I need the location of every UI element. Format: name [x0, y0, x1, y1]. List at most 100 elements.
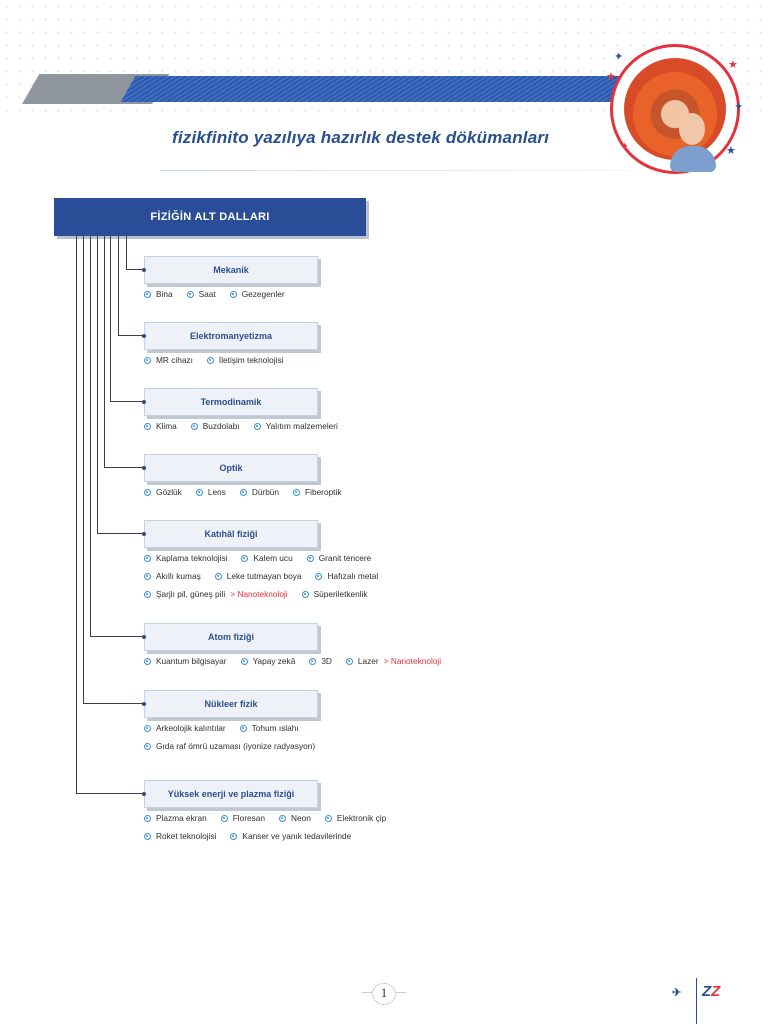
example-text: Gezegenler — [242, 289, 285, 299]
tree-connector-horizontal — [118, 335, 144, 336]
example-item: Gezegenler — [230, 289, 285, 299]
example-text: Kalem ucu — [253, 553, 292, 563]
example-text: Kanser ve yanık tedavilerinde — [242, 831, 351, 841]
bullet-icon — [240, 725, 247, 732]
main-title-box: FİZİĞİN ALT DALLARI — [54, 198, 366, 236]
branch-title-box: Mekanik — [144, 256, 318, 284]
example-row: BinaSaatGezegenler — [144, 289, 285, 299]
tree-connector-vertical — [118, 236, 119, 335]
example-row: Arkeolojik kalıntılar Tohum ıslahı — [144, 723, 299, 733]
branch-title: Yüksek enerji ve plazma fiziği — [168, 789, 295, 799]
branch-title-box: Termodinamik — [144, 388, 318, 416]
header-band-blue — [120, 76, 655, 102]
example-item: Yapay zekâ — [241, 656, 296, 666]
author-avatar: ★ ✦ ★ ✦ ✦ ★ — [606, 40, 744, 178]
bullet-icon — [144, 815, 151, 822]
example-item: Akıllı kumaş — [144, 571, 201, 581]
example-text: 3D — [321, 656, 332, 666]
example-item: Süperiletkenlik — [302, 589, 368, 599]
example-text: MR cihazı — [156, 355, 193, 365]
bullet-icon — [144, 725, 151, 732]
branch-title: Mekanik — [213, 265, 249, 275]
example-text: Floresan — [233, 813, 265, 823]
example-row: Akıllı kumaş Leke tutmayan boya Hafızalı m… — [144, 571, 378, 581]
star-icon: ★ — [726, 144, 736, 157]
header-title: fizikfinito yazılıya hazırlık destek dök… — [172, 128, 549, 148]
example-text: Gözlük — [156, 487, 182, 497]
star-icon: ✦ — [620, 140, 629, 153]
example-text: Akıllı kumaş — [156, 571, 201, 581]
tree-connector-horizontal — [110, 401, 144, 402]
example-item: Kuantum bilgisayar — [144, 656, 227, 666]
example-item: Yalıtım malzemeleri — [254, 421, 338, 431]
example-item: Hafızalı metal — [315, 571, 378, 581]
branch-title: Atom fiziği — [208, 632, 254, 642]
avatar-face — [679, 113, 705, 145]
tree-connector-vertical — [104, 236, 105, 467]
example-text: Lens — [208, 487, 226, 497]
bullet-icon — [346, 658, 353, 665]
tree-connector-horizontal — [83, 703, 144, 704]
example-note: > Nanoteknoloji — [384, 656, 441, 666]
example-item: Kaplama teknolojisi — [144, 553, 227, 563]
example-text: Roket teknolojisi — [156, 831, 216, 841]
example-text: Buzdolabı — [203, 421, 240, 431]
bullet-icon — [307, 555, 314, 562]
example-item: Arkeolojik kalıntılar — [144, 723, 226, 733]
main-title: FİZİĞİN ALT DALLARI — [150, 211, 269, 223]
branch-title: Termodinamik — [201, 397, 262, 407]
tree-connector-horizontal — [104, 467, 144, 468]
tree-connector-vertical — [110, 236, 111, 401]
example-item: İletişim teknolojisi — [207, 355, 284, 365]
example-item: Granit tencere — [307, 553, 372, 563]
bullet-icon — [241, 658, 248, 665]
example-item: Neon — [279, 813, 311, 823]
example-row: Roket teknolojisi Kanser ve yanık tedavil… — [144, 831, 351, 841]
example-text: Klima — [156, 421, 177, 431]
bullet-icon — [221, 815, 228, 822]
example-item: Fiberoptik — [293, 487, 341, 497]
bullet-icon — [240, 489, 247, 496]
bullet-icon — [144, 573, 151, 580]
avatar-photo — [624, 58, 726, 160]
example-item: Floresan — [221, 813, 265, 823]
example-item: Dürbün — [240, 487, 279, 497]
bullet-icon — [254, 423, 261, 430]
example-note: > Nanoteknoloji — [230, 589, 287, 599]
example-item: Elektronik çip — [325, 813, 386, 823]
example-item: Lazer > Nanoteknoloji — [346, 656, 441, 666]
header-divider — [160, 170, 630, 171]
example-text: Hafızalı metal — [327, 571, 378, 581]
example-text: İletişim teknolojisi — [219, 355, 284, 365]
example-item: Plazma ekran — [144, 813, 207, 823]
branch-title: Nükleer fizik — [204, 699, 257, 709]
example-row: MR cihazı İletişim teknolojisi — [144, 355, 283, 365]
bullet-icon — [144, 658, 151, 665]
bullet-icon — [187, 291, 194, 298]
logo-divider — [696, 978, 697, 1024]
bullet-icon — [230, 291, 237, 298]
bullet-icon — [144, 591, 151, 598]
tree-connector-horizontal — [97, 533, 144, 534]
example-item: Leke tutmayan boya — [215, 571, 302, 581]
tree-connector-vertical — [90, 236, 91, 636]
star-icon: ✦ — [614, 50, 623, 63]
example-text: Granit tencere — [319, 553, 372, 563]
star-icon: ✦ — [734, 100, 743, 113]
example-row: Gıda raf ömrü uzaması (iyonize radyasyon… — [144, 741, 315, 751]
example-row: Kuantum bilgisayar Yapay zekâ 3D Lazer > Nan… — [144, 656, 441, 666]
example-item: Gözlük — [144, 487, 182, 497]
example-text: Kaplama teknolojisi — [156, 553, 227, 563]
example-item: Tohum ıslahı — [240, 723, 299, 733]
example-text: Bina — [156, 289, 173, 299]
page-number: 1 — [368, 982, 400, 1004]
example-text: Leke tutmayan boya — [227, 571, 302, 581]
example-text: Yalıtım malzemeleri — [266, 421, 338, 431]
bullet-icon — [191, 423, 198, 430]
example-text: Süperiletkenlik — [314, 589, 368, 599]
plane-icon: ✈ — [672, 986, 681, 999]
example-item: 3D — [309, 656, 332, 666]
bullet-icon — [144, 357, 151, 364]
example-text: Lazer — [358, 656, 379, 666]
bullet-icon — [309, 658, 316, 665]
